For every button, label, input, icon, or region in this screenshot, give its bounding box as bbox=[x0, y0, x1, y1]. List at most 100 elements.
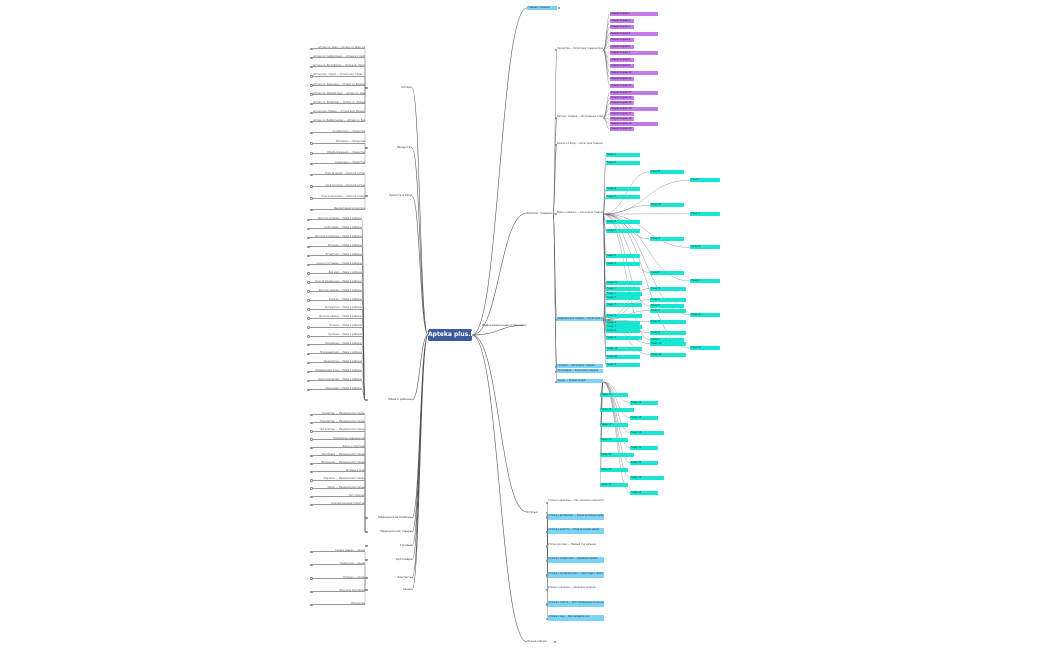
leaf-item[interactable]: Тонометры — Медицинские товары bbox=[313, 412, 365, 416]
collapse-toggle-icon[interactable] bbox=[365, 516, 368, 520]
collapse-toggle-icon[interactable] bbox=[310, 47, 313, 51]
product-item[interactable]: Товар Э bbox=[606, 363, 640, 367]
leaf-item[interactable]: Ингаляторы — Медицинские товары bbox=[313, 428, 365, 432]
product-item[interactable]: Товар 25 bbox=[600, 483, 628, 487]
collapse-toggle-icon[interactable] bbox=[307, 353, 310, 356]
collapse-toggle-icon[interactable] bbox=[310, 413, 313, 417]
product-item[interactable]: Товар 11 bbox=[606, 347, 642, 351]
leaf-item[interactable]: Аптека пр. Республики — Аптека пр. Респу… bbox=[313, 64, 365, 68]
subcategory-item[interactable]: Подкатегория 15 bbox=[610, 101, 634, 106]
leaf-item[interactable]: Детская мебель — Мама и ребенок bbox=[310, 315, 362, 319]
leaf-item[interactable]: Аптека ул. Бейбитшилик — Аптека ул. Бейб… bbox=[313, 119, 365, 123]
product-item[interactable]: Товар В bbox=[650, 169, 684, 174]
product-item[interactable]: Товар 19 bbox=[600, 438, 628, 442]
product-item[interactable]: Товар 20 bbox=[630, 445, 658, 450]
collapse-toggle-icon[interactable] bbox=[545, 603, 549, 606]
branch-2[interactable]: Красота и Уход bbox=[389, 193, 412, 197]
collapse-toggle-icon[interactable] bbox=[310, 590, 313, 593]
leaf-item[interactable]: Детское питание — Мама и ребенок bbox=[310, 217, 362, 221]
collapse-toggle-icon[interactable] bbox=[310, 152, 313, 155]
product-item[interactable]: Товар Т bbox=[606, 295, 640, 300]
product-item[interactable]: Товар С bbox=[606, 287, 640, 292]
collapse-toggle-icon[interactable] bbox=[310, 142, 313, 145]
product-item[interactable]: Товар Ц bbox=[606, 329, 640, 334]
branch-9[interactable]: Акции bbox=[402, 587, 412, 591]
leaf-item[interactable]: Витамины — Лекарства bbox=[313, 140, 365, 144]
leaf-item[interactable]: Термометры медицинские bbox=[313, 437, 365, 440]
leaf-item[interactable]: Аптека ул. Жубанова — Аптека ул. Жубанов… bbox=[313, 100, 365, 104]
collapse-toggle-icon[interactable] bbox=[310, 66, 313, 69]
collapse-toggle-icon[interactable] bbox=[545, 530, 549, 534]
collapse-toggle-icon[interactable] bbox=[310, 84, 313, 87]
collapse-toggle-icon[interactable] bbox=[310, 503, 313, 507]
subcategory-item[interactable]: Подкатегория 5 bbox=[610, 38, 634, 42]
leaf-item[interactable]: Аптека мкр. Мамыр — Аптека мкр. Мамыр, 4 bbox=[313, 109, 365, 114]
collapse-toggle-icon[interactable] bbox=[307, 272, 310, 275]
leaf-item[interactable]: Бинты и пластыри bbox=[313, 445, 365, 448]
product-item[interactable]: Товар 10 bbox=[650, 341, 686, 346]
collapse-toggle-icon[interactable] bbox=[554, 48, 558, 52]
subcategory-item[interactable]: Подкатегория 16 bbox=[610, 106, 658, 111]
leaf-item[interactable]: Массажеры — Медицинские товары bbox=[313, 461, 365, 465]
leaf-item[interactable]: Аптека пр. Абылай хана — Аптека пр. Абыл… bbox=[313, 91, 365, 95]
leaf-item[interactable]: Бонусная программа bbox=[313, 589, 365, 592]
collapse-toggle-icon[interactable] bbox=[307, 379, 310, 383]
collapse-toggle-icon[interactable] bbox=[307, 370, 310, 374]
branch-3[interactable]: Мама и ребенок bbox=[388, 397, 412, 401]
article-item[interactable]: Статья для мам — Первый год малыша bbox=[548, 542, 596, 546]
product-item[interactable]: Товар 2 bbox=[650, 297, 686, 302]
leaf-item[interactable]: Кормление — Мама и ребенок bbox=[310, 342, 362, 346]
collapse-toggle-icon[interactable] bbox=[310, 197, 313, 200]
collapse-toggle-icon[interactable] bbox=[307, 317, 310, 320]
collapse-toggle-icon[interactable] bbox=[310, 208, 313, 212]
product-item[interactable]: Товар Г bbox=[690, 178, 720, 183]
leaf-item[interactable]: Гигиена — Мама и ребенок bbox=[310, 324, 362, 328]
collapse-toggle-icon[interactable] bbox=[310, 185, 313, 188]
collapse-toggle-icon[interactable] bbox=[365, 576, 368, 580]
collapse-toggle-icon[interactable] bbox=[310, 487, 313, 490]
collapse-toggle-icon[interactable] bbox=[307, 326, 310, 329]
leaf-item[interactable]: Шприцы и иглы bbox=[313, 469, 365, 473]
leaf-item[interactable]: Книги для детей — Мама и ребенок bbox=[310, 378, 362, 382]
collapse-toggle-icon[interactable] bbox=[310, 564, 313, 567]
article-item[interactable]: Статья о лекарствах — Правила приема bbox=[548, 557, 604, 563]
category-item[interactable]: Гигиена — Категория товаров bbox=[557, 364, 603, 368]
collapse-toggle-icon[interactable] bbox=[307, 388, 310, 392]
product-item[interactable]: Товар 6 bbox=[650, 319, 686, 324]
collapse-toggle-icon[interactable] bbox=[310, 479, 313, 482]
collapse-toggle-icon[interactable] bbox=[554, 116, 558, 120]
product-item[interactable]: Товар 16 bbox=[630, 415, 658, 420]
subcategory-item[interactable]: Подкатегория 6 bbox=[610, 44, 634, 49]
collapse-toggle-icon[interactable] bbox=[310, 471, 313, 474]
collapse-toggle-icon[interactable] bbox=[307, 308, 310, 311]
category-item[interactable]: Красота и Уход — Категория товаров bbox=[557, 142, 603, 145]
subcategory-item[interactable]: Подкатегория 13 bbox=[610, 91, 658, 95]
leaf-item[interactable]: Ортопедия — Медицинские товары bbox=[313, 453, 365, 457]
collapse-toggle-icon[interactable] bbox=[307, 335, 310, 338]
collapse-toggle-icon[interactable] bbox=[310, 550, 313, 554]
product-item[interactable]: Товар 23 bbox=[600, 468, 628, 472]
branch-0[interactable]: Аптеки bbox=[401, 85, 412, 89]
collapse-toggle-icon[interactable] bbox=[307, 299, 310, 302]
article-item[interactable]: Статья о профилактике — Простуда и грипп bbox=[548, 571, 604, 578]
collapse-toggle-icon[interactable] bbox=[365, 86, 368, 90]
collapse-toggle-icon[interactable] bbox=[310, 454, 313, 458]
collapse-toggle-icon[interactable] bbox=[307, 245, 310, 249]
article-item[interactable]: Статья о спорте — Восстановление после н… bbox=[548, 600, 604, 607]
collapse-toggle-icon[interactable] bbox=[554, 143, 558, 147]
leaf-item[interactable]: Уход за телом — Красота и Уход bbox=[313, 184, 365, 187]
leaf-item[interactable]: Подгузники — Мама и ребенок bbox=[310, 226, 362, 230]
category-item[interactable]: Акции — Раздел акций bbox=[557, 379, 603, 383]
collapse-toggle-icon[interactable] bbox=[307, 236, 310, 240]
collapse-toggle-icon[interactable] bbox=[554, 318, 558, 322]
subcategory-item[interactable]: Подкатегория 10 bbox=[610, 70, 658, 75]
leaf-item[interactable]: Сердечные — Лекарства bbox=[313, 161, 365, 165]
category-item[interactable]: Мама и ребенок — Категория товаров bbox=[557, 211, 603, 214]
product-item[interactable]: Товар 22 bbox=[630, 460, 658, 465]
product-item[interactable]: Товар 21 bbox=[600, 453, 634, 457]
product-item[interactable]: Товар И bbox=[606, 220, 640, 225]
product-item[interactable]: Товар 5 bbox=[606, 314, 642, 318]
collapse-toggle-icon[interactable] bbox=[554, 365, 558, 369]
leaf-item[interactable]: Скидки недели — Акции bbox=[313, 549, 365, 553]
leaf-item[interactable]: Глюкометры — Медицинские товары bbox=[313, 420, 365, 424]
